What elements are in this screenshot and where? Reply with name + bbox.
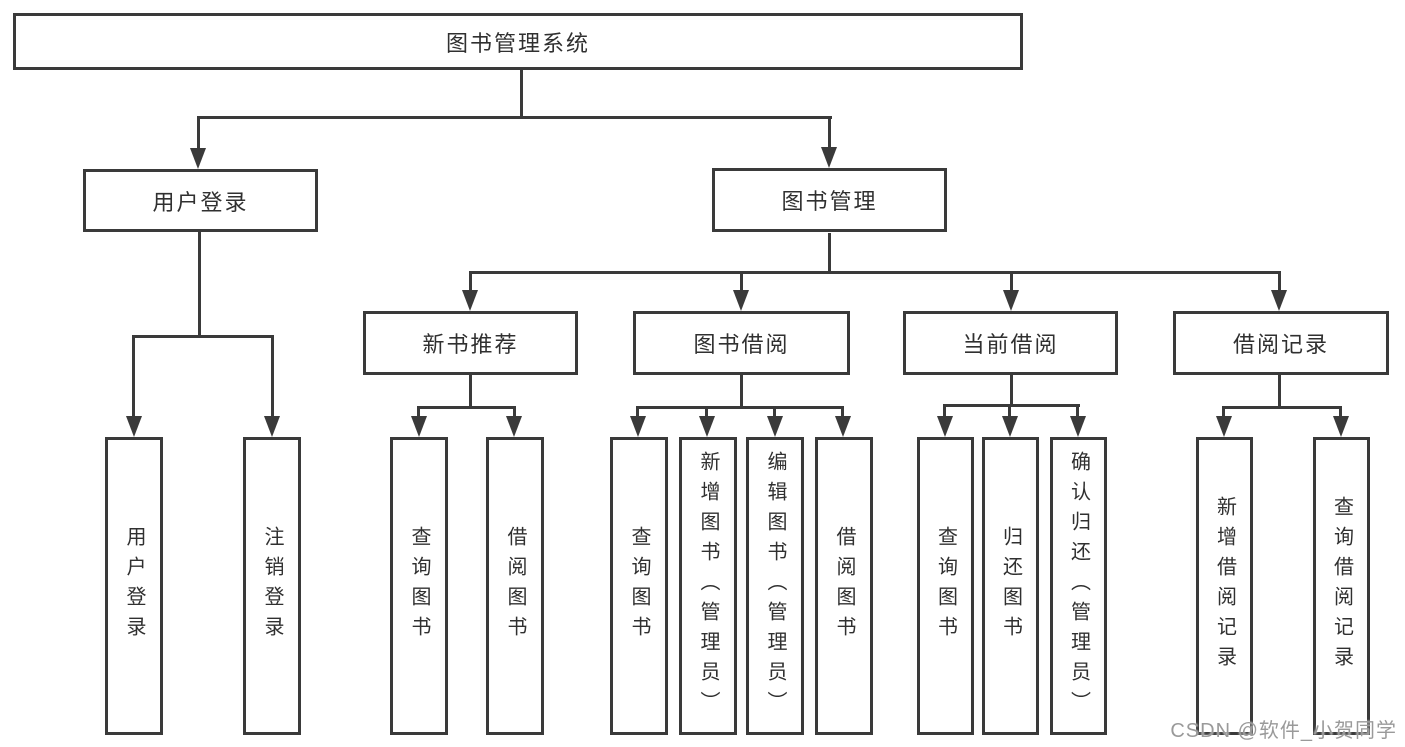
leaf-label: 查询图书 bbox=[408, 526, 430, 646]
arrow-down-icon bbox=[190, 148, 206, 169]
leaf-label: 借阅图书 bbox=[504, 526, 526, 646]
connector-drop-leaf bbox=[1339, 408, 1342, 418]
connector-mgmt-stem bbox=[828, 233, 831, 274]
connector-drop-leaf bbox=[132, 337, 135, 417]
leaf-label: 查询图书 bbox=[934, 526, 957, 646]
connector-drop-leaf bbox=[513, 408, 516, 418]
leaf-query-books-current: 查询图书 bbox=[917, 437, 974, 735]
connector-records-stem bbox=[1278, 374, 1281, 408]
connector-borrow-rail bbox=[636, 406, 844, 409]
connector-newbook-rail bbox=[417, 406, 516, 409]
leaf-label: 用户登录 bbox=[123, 526, 145, 646]
connector-drop-leaf bbox=[841, 408, 844, 418]
connector-borrow-stem bbox=[740, 374, 743, 408]
leaf-label: 注销登录 bbox=[261, 526, 283, 646]
connector-drop-current bbox=[1010, 273, 1013, 292]
arrow-down-icon bbox=[1002, 416, 1018, 437]
leaf-return-books: 归还图书 bbox=[982, 437, 1039, 735]
leaf-borrow-books: 借阅图书 bbox=[815, 437, 873, 735]
node-root-library-system: 图书管理系统 bbox=[13, 13, 1023, 70]
leaf-borrow-books-recommend: 借阅图书 bbox=[486, 437, 544, 735]
node-label: 当前借阅 bbox=[962, 332, 1059, 357]
arrow-down-icon bbox=[767, 416, 783, 437]
connector-drop-leaf bbox=[1222, 408, 1225, 418]
node-current-borrowing: 当前借阅 bbox=[903, 311, 1118, 375]
arrow-down-icon bbox=[1333, 416, 1349, 437]
leaf-confirm-return-admin: 确认归还（管理员） bbox=[1050, 437, 1107, 735]
arrow-down-icon bbox=[835, 416, 851, 437]
node-new-book-recommend: 新书推荐 bbox=[363, 311, 578, 375]
leaf-label: 查询图书 bbox=[628, 526, 650, 646]
connector-records-rail bbox=[1222, 406, 1342, 409]
connector-drop-leaf bbox=[271, 337, 274, 417]
arrow-down-icon bbox=[1216, 416, 1232, 437]
connector-drop-records bbox=[1278, 273, 1281, 292]
leaf-label: 新增图书（管理员） bbox=[697, 451, 719, 721]
connector-drop-newbook bbox=[469, 273, 472, 292]
arrow-down-icon bbox=[1070, 416, 1086, 437]
arrow-down-icon bbox=[1003, 290, 1019, 311]
connector-drop-borrow bbox=[740, 273, 743, 292]
leaf-label: 编辑图书（管理员） bbox=[764, 451, 786, 721]
leaf-add-books-admin: 新增图书（管理员） bbox=[679, 437, 737, 735]
connector-level1-rail bbox=[197, 116, 832, 119]
leaf-edit-books-admin: 编辑图书（管理员） bbox=[746, 437, 804, 735]
arrow-down-icon bbox=[126, 416, 142, 437]
arrow-down-icon bbox=[630, 416, 646, 437]
connector-drop-leaf bbox=[1076, 406, 1079, 418]
connector-drop-leaf bbox=[636, 408, 639, 418]
leaf-query-books-borrow: 查询图书 bbox=[610, 437, 668, 735]
leaf-label: 借阅图书 bbox=[833, 526, 855, 646]
connector-drop-leaf bbox=[943, 406, 946, 418]
connector-drop-book-mgmt bbox=[828, 118, 831, 149]
csdn-watermark: CSDN @软件_小贺同学 bbox=[1170, 720, 1397, 742]
node-label: 图书管理系统 bbox=[445, 30, 590, 56]
arrow-down-icon bbox=[506, 416, 522, 437]
leaf-add-borrow-record: 新增借阅记录 bbox=[1196, 437, 1253, 735]
node-label: 新书推荐 bbox=[422, 332, 519, 357]
leaf-label: 归还图书 bbox=[999, 526, 1022, 646]
node-label: 用户登录 bbox=[152, 189, 249, 215]
connector-login-rail bbox=[132, 335, 274, 338]
node-book-management: 图书管理 bbox=[712, 168, 947, 232]
connector-drop-leaf bbox=[705, 408, 708, 418]
leaf-label: 新增借阅记录 bbox=[1213, 496, 1236, 676]
node-book-borrowing: 图书借阅 bbox=[633, 311, 850, 375]
connector-current-rail bbox=[943, 404, 1080, 407]
leaf-label: 确认归还（管理员） bbox=[1067, 451, 1090, 721]
node-user-login: 用户登录 bbox=[83, 169, 318, 232]
connector-level3-rail bbox=[469, 271, 1281, 274]
leaf-user-login: 用户登录 bbox=[105, 437, 163, 735]
leaf-query-books-recommend: 查询图书 bbox=[390, 437, 448, 735]
arrow-down-icon bbox=[411, 416, 427, 437]
arrow-down-icon bbox=[733, 290, 749, 311]
node-borrowing-records: 借阅记录 bbox=[1173, 311, 1389, 375]
connector-drop-leaf bbox=[773, 408, 776, 418]
node-label: 借阅记录 bbox=[1232, 332, 1329, 357]
node-label: 图书借阅 bbox=[693, 332, 790, 357]
connector-login-stem bbox=[198, 230, 201, 337]
arrow-down-icon bbox=[264, 416, 280, 437]
connector-current-stem bbox=[1010, 374, 1013, 406]
connector-drop-leaf bbox=[1008, 406, 1011, 418]
leaf-label: 查询借阅记录 bbox=[1330, 496, 1353, 676]
connector-drop-user-login bbox=[197, 118, 200, 150]
arrow-down-icon bbox=[821, 147, 837, 168]
leaf-logout: 注销登录 bbox=[243, 437, 301, 735]
arrow-down-icon bbox=[937, 416, 953, 437]
connector-root-stem bbox=[520, 68, 523, 118]
arrow-down-icon bbox=[1271, 290, 1287, 311]
connector-drop-leaf bbox=[417, 408, 420, 418]
arrow-down-icon bbox=[699, 416, 715, 437]
arrow-down-icon bbox=[462, 290, 478, 311]
node-label: 图书管理 bbox=[781, 189, 878, 214]
connector-newbook-stem bbox=[469, 374, 472, 408]
leaf-query-borrow-record: 查询借阅记录 bbox=[1313, 437, 1370, 735]
